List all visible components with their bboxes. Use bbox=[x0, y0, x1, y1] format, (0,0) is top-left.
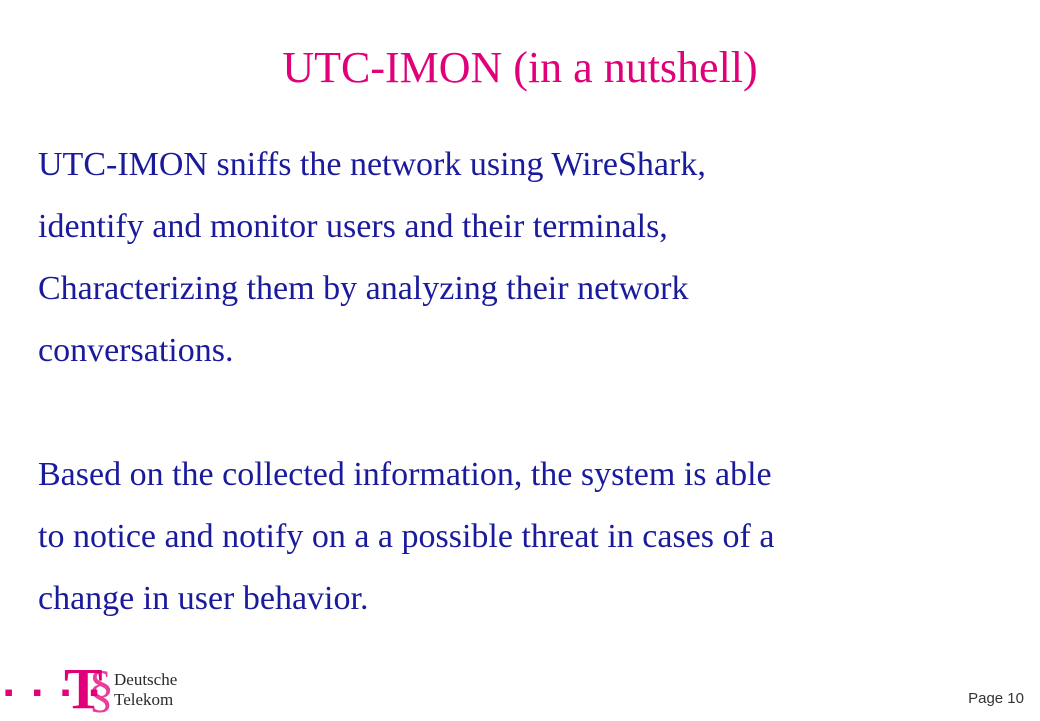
page-number: Page 10 bbox=[968, 690, 1024, 707]
logo-t-icon: T bbox=[64, 656, 103, 721]
deutsche-telekom-logo: ▪ ▪ ▪ ▪ T § Deutsche Telekom bbox=[0, 660, 220, 720]
paragraph-1-line-3: Characterizing them by analyzing their n… bbox=[38, 270, 689, 307]
paragraph-2-line-3: change in user behavior. bbox=[38, 580, 369, 617]
paragraph-1-line-2: identify and monitor users and their ter… bbox=[38, 208, 668, 245]
slide-body: UTC-IMON sniffs the network using WireSh… bbox=[38, 134, 1018, 630]
paragraph-2-line-2: to notice and notify on a a possible thr… bbox=[38, 518, 775, 555]
slide-title: UTC-IMON (in a nutshell) bbox=[282, 43, 758, 92]
logo-wordmark: Deutsche Telekom bbox=[114, 670, 177, 710]
logo-dots-icon: ▪ ▪ ▪ ▪ bbox=[4, 677, 105, 707]
logo-wordmark-line-1: Deutsche bbox=[114, 670, 178, 689]
logo-wordmark-line-2: Telekom bbox=[114, 690, 174, 709]
paragraph-1-line-4: conversations. bbox=[38, 332, 234, 369]
paragraph-2-line-1: Based on the collected information, the … bbox=[38, 456, 772, 493]
logo-s-icon: § bbox=[88, 661, 114, 718]
paragraph-1-line-1: UTC-IMON sniffs the network using WireSh… bbox=[38, 146, 706, 183]
paragraph-spacer bbox=[38, 382, 1018, 444]
